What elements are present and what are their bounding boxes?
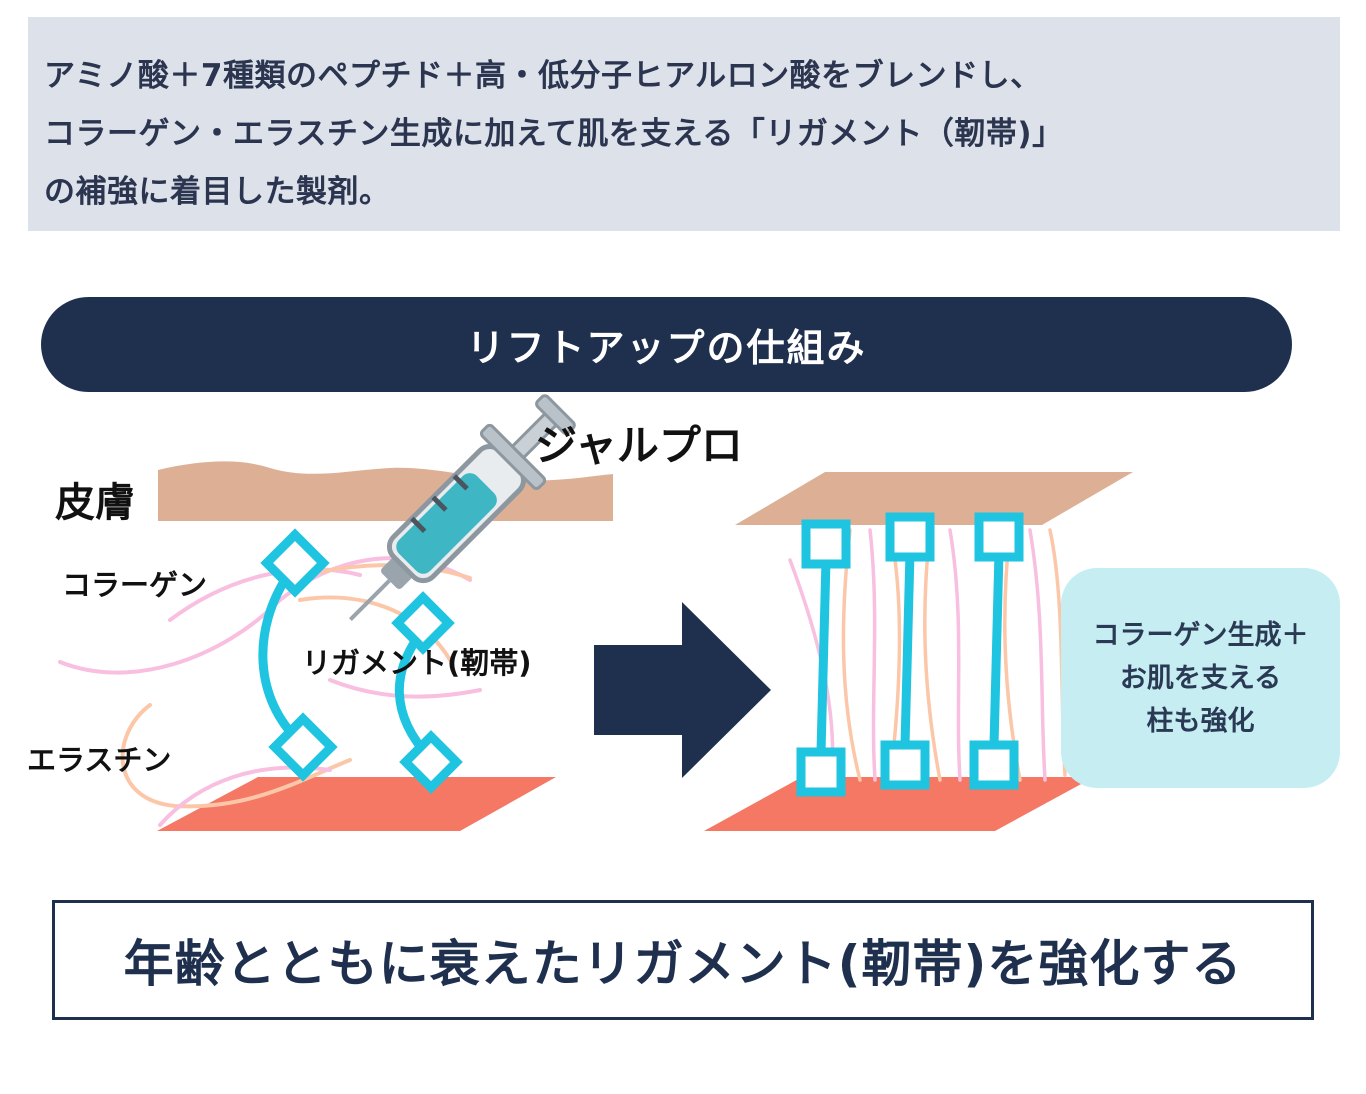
footer-message: 年齢とともに衰えたリガメント(靭帯)を強化する: [52, 900, 1314, 1020]
skin-layer-after: [735, 472, 1133, 525]
callout-line-2: お肌を支える: [1119, 662, 1282, 694]
syringe-icon: [348, 394, 576, 622]
muscle-layer-before: [157, 777, 556, 831]
right-arrow-icon: [594, 602, 771, 778]
ligaments-before: [258, 528, 463, 794]
intro-line-2: コラーゲン・エラスチン生成に加えて肌を支える「リガメント（靭帯)」: [44, 116, 1064, 152]
skin-label: 皮膚: [55, 480, 135, 526]
ligaments-after: [796, 512, 1024, 797]
ligament-label: リガメント(靭帯): [302, 646, 532, 680]
intro-panel: アミノ酸＋7種類のペプチド＋高・低分子ヒアルロン酸をブレンドし、 コラーゲン・エ…: [28, 17, 1340, 231]
callout-line-3: 柱も強化: [1146, 705, 1255, 737]
callout-line-1: コラーゲン生成＋: [1092, 619, 1309, 651]
callout-box: コラーゲン生成＋ お肌を支える 柱も強化: [1061, 568, 1340, 788]
intro-line-3: の補強に着目した製剤。: [44, 174, 391, 210]
elastin-label: エラスチン: [27, 743, 172, 777]
intro-line-1: アミノ酸＋7種類のペプチド＋高・低分子ヒアルロン酸をブレンドし、: [44, 58, 1042, 94]
section-title: リフトアップの仕組み: [41, 297, 1292, 392]
product-label: ジャルプロ: [535, 421, 743, 470]
collagen-label: コラーゲン: [62, 568, 208, 602]
